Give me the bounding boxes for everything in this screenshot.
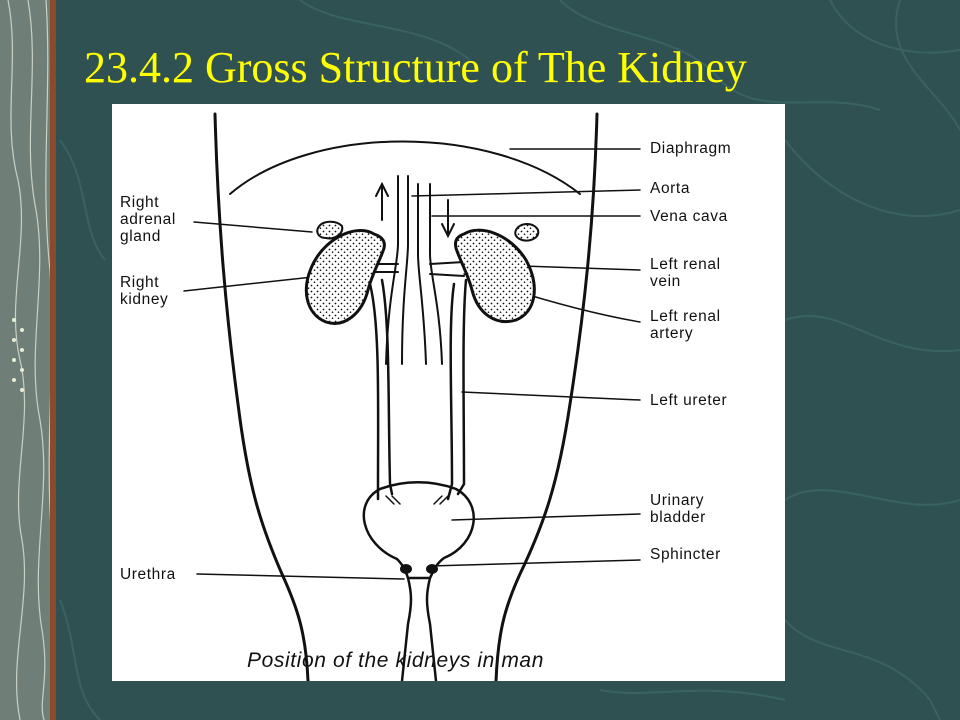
diaphragm-line: [229, 140, 581, 195]
label-urinary-bladder: Urinary bladder: [650, 492, 706, 526]
label-sphincter: Sphincter: [650, 546, 721, 563]
down-arrow: [441, 199, 455, 239]
label-left-renal-vein: Left renal vein: [650, 256, 721, 290]
right-kidney: [304, 229, 386, 325]
sphincter-right: [426, 564, 438, 574]
sphincter-left: [400, 564, 412, 574]
label-urethra: Urethra: [120, 566, 176, 583]
urinary-bladder: [362, 481, 475, 580]
left-texture-strip: [0, 0, 56, 720]
kidney-diagram-figure: Diaphragm Aorta Vena cava Right adrenal …: [112, 104, 785, 681]
up-arrow: [375, 181, 389, 221]
label-diaphragm: Diaphragm: [650, 140, 732, 157]
right-ureter: [368, 282, 380, 501]
left-adrenal-gland: [514, 223, 540, 242]
urethra: [400, 576, 438, 681]
label-aorta: Aorta: [650, 180, 691, 197]
body-outline-right: [494, 112, 599, 681]
slide-title: 23.4.2 Gross Structure of The Kidney: [84, 43, 747, 92]
vena-cava: [417, 183, 427, 365]
left-ureter: [446, 282, 456, 501]
body-outline-left: [213, 112, 310, 681]
figure-caption: Position of the kidneys in man: [247, 649, 544, 672]
label-vena-cava: Vena cava: [650, 208, 728, 225]
label-left-renal-artery: Left renal artery: [650, 308, 721, 342]
label-left-ureter: Left ureter: [650, 392, 728, 409]
left-kidney: [454, 228, 536, 323]
right-adrenal-gland: [316, 220, 344, 240]
label-right-adrenal-gland: Right adrenal gland: [120, 194, 176, 245]
kidney-anatomy-drawing: [183, 112, 641, 681]
label-right-kidney: Right kidney: [120, 274, 169, 308]
